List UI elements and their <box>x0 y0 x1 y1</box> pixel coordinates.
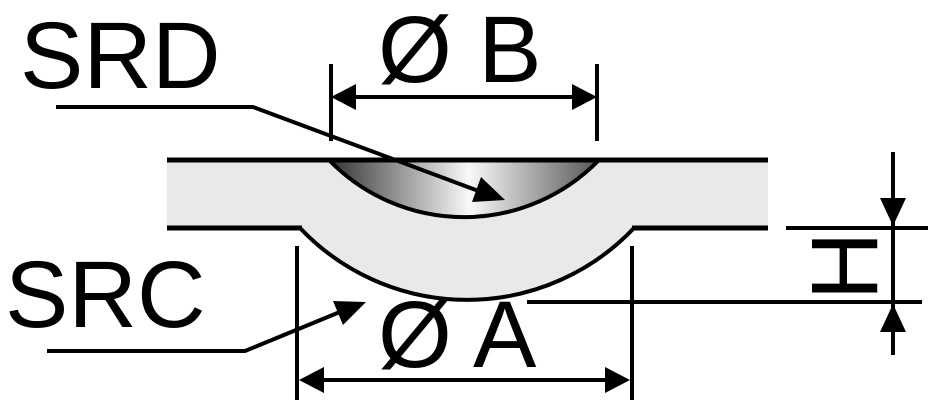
dim-b-arrowhead-right-icon <box>572 84 597 110</box>
dome-arc-outline <box>298 226 636 302</box>
srd-leader-line <box>56 105 493 198</box>
src-leader-line <box>47 305 353 353</box>
srd-label: SRD <box>20 3 221 109</box>
dim-h-arrowhead-up-icon <box>880 304 906 332</box>
dim-h-label: H <box>792 232 898 301</box>
src-leader-arrowhead-icon <box>333 301 366 325</box>
dish-arc-outline <box>328 159 600 220</box>
dim-b-label: Ø B <box>378 0 542 103</box>
src-label: SRC <box>5 242 206 348</box>
dim-a-arrowhead-left-icon <box>299 367 324 393</box>
dim-b-arrowhead-left-icon <box>331 84 356 110</box>
dim-a-label: Ø A <box>378 282 537 388</box>
dim-h-arrowhead-down-icon <box>880 198 906 226</box>
dim-a-arrowhead-right-icon <box>605 367 630 393</box>
srd-leader-arrowhead-icon <box>472 177 505 202</box>
plate-cross-section <box>167 160 768 300</box>
